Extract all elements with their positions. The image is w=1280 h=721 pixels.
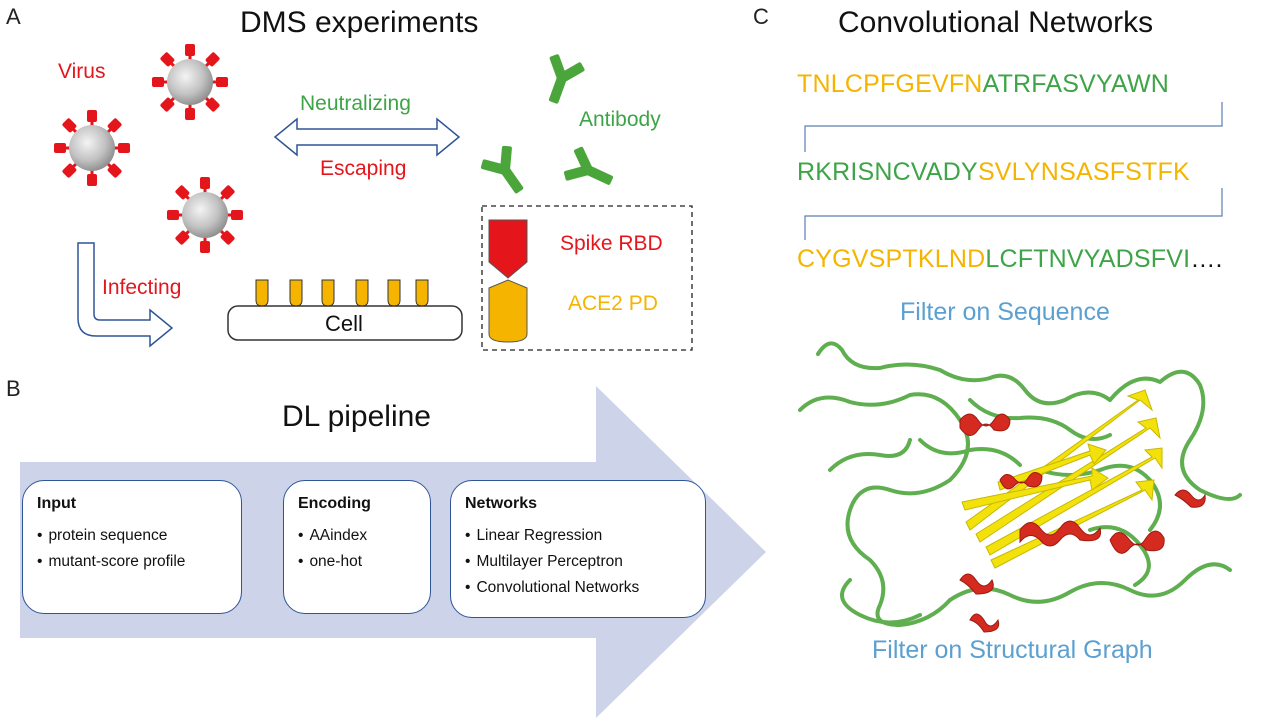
filter-on-sequence-label: Filter on Sequence	[900, 298, 1110, 326]
encoding-heading: Encoding	[298, 495, 371, 512]
spike-rbd-shape	[488, 219, 528, 279]
networks-item: Convolutional Networks	[465, 579, 691, 597]
virus-particle-1	[152, 44, 228, 120]
antibody-label: Antibody	[579, 108, 661, 131]
sequence-line-2: RKRISNCVADYSVLYNSASFSTFK	[797, 158, 1190, 187]
encoding-box: Encoding AAindex one-hot	[283, 480, 431, 614]
sequence-ellipsis: ….	[1190, 245, 1223, 273]
virus-particle-2	[54, 110, 130, 186]
input-box: Input protein sequence mutant-score prof…	[22, 480, 242, 614]
antibody-1	[535, 51, 588, 110]
antibody-2	[476, 141, 536, 203]
sequence-segment: SVLYNSASFSTFK	[977, 158, 1190, 186]
input-item: protein sequence	[37, 527, 227, 545]
networks-box: Networks Linear Regression Multilayer Pe…	[450, 480, 706, 618]
sequence-segment: CYGVSPTKLND	[797, 245, 986, 273]
sequence-segment: ATRFASVYAWN	[982, 70, 1170, 98]
networks-item: Multilayer Perceptron	[465, 553, 691, 571]
spike-rbd-label: Spike RBD	[560, 232, 663, 255]
networks-item: Linear Regression	[465, 527, 691, 545]
cell-receptors	[255, 279, 429, 307]
virus-particle-3	[167, 177, 243, 253]
sequence-segment: RKRISNCVADY	[797, 158, 978, 186]
input-heading: Input	[37, 495, 77, 512]
ace2-pd-shape	[488, 279, 528, 343]
virus-label: Virus	[58, 60, 106, 83]
filter-on-graph-label: Filter on Structural Graph	[872, 636, 1153, 664]
sequence-line-3: CYGVSPTKLNDLCFTNVYADSFVI….	[797, 245, 1223, 274]
dms-title: DMS experiments	[240, 6, 479, 39]
neutralizing-label: Neutralizing	[300, 92, 411, 115]
antibody-3	[560, 143, 620, 199]
binding-inset-box	[481, 205, 693, 351]
dl-pipeline-title: DL pipeline	[282, 400, 431, 433]
infecting-label: Infecting	[102, 276, 182, 299]
input-item: mutant-score profile	[37, 553, 227, 571]
panel-b-letter: B	[6, 376, 21, 401]
cell-label: Cell	[325, 311, 363, 336]
panel-c-letter: C	[753, 4, 769, 29]
cell-body	[227, 305, 463, 341]
ace2-pd-label: ACE2 PD	[568, 292, 658, 315]
neutralizing-escaping-arrow	[273, 117, 461, 157]
encoding-item: one-hot	[298, 553, 416, 571]
protein-structure-cartoon	[798, 341, 1242, 633]
escaping-label: Escaping	[320, 157, 407, 180]
sequence-connectors	[804, 102, 1223, 240]
sequence-segment: TNLCPFGEVFN	[797, 70, 983, 98]
panel-a-letter: A	[6, 4, 21, 29]
encoding-item: AAindex	[298, 527, 416, 545]
networks-heading: Networks	[465, 495, 538, 512]
sequence-segment: LCFTNVYADSFVI	[985, 245, 1191, 273]
infecting-arrow	[77, 242, 174, 348]
sequence-line-1: TNLCPFGEVFNATRFASVYAWN	[797, 70, 1169, 99]
panel-a-illustration	[0, 0, 693, 351]
conv-networks-title: Convolutional Networks	[838, 6, 1154, 39]
